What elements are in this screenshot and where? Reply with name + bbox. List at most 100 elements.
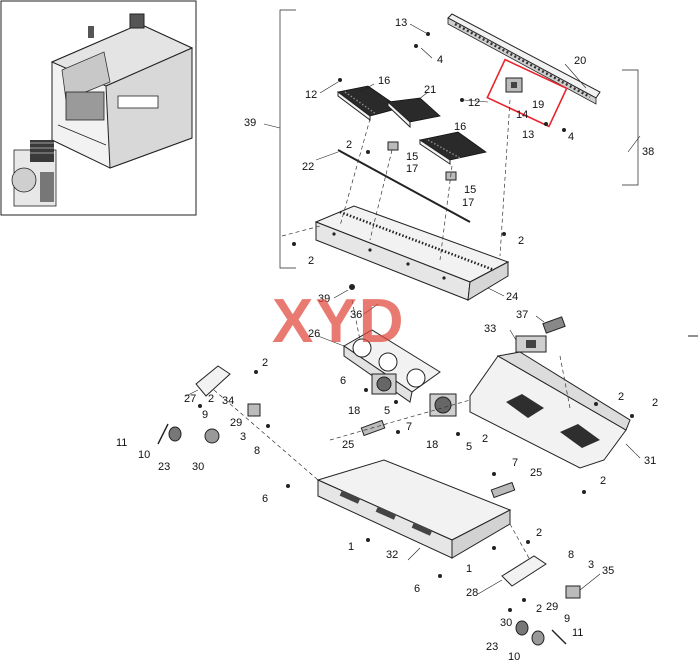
- watermark-xyd: XYD: [272, 287, 405, 356]
- callout-2-right: 2: [518, 235, 524, 247]
- callout-16-mid: 16: [454, 121, 466, 133]
- callout-15-upper: 15: [406, 151, 418, 163]
- callout-6-left: 6: [262, 493, 268, 505]
- part-heatsink-16-right: [418, 131, 487, 165]
- part-side-cover-31: [469, 351, 631, 469]
- callout-5-upper: 5: [384, 405, 390, 417]
- callout-labels: 13 4 20 12 16 21 12 19 14 39 16 13 4 2 3…: [116, 17, 658, 663]
- callout-2-bracket27: 2: [262, 357, 268, 369]
- callout-9-left: 9: [202, 409, 208, 421]
- callout-2-tray: 2: [536, 527, 542, 539]
- group-bracket-39: [279, 9, 296, 269]
- callout-25-upper: 25: [342, 439, 354, 451]
- callout-16-top: 16: [378, 75, 390, 87]
- callout-6-right: 6: [414, 583, 420, 595]
- callout-30-left: 30: [192, 461, 204, 473]
- highlight-box: [486, 58, 568, 128]
- callout-4-right: 4: [568, 131, 574, 143]
- callout-24: 24: [506, 291, 518, 303]
- callout-18-left: 18: [348, 405, 360, 417]
- callout-28: 28: [466, 587, 478, 599]
- part-plate-24: [314, 205, 510, 301]
- callout-2-cover-a: 2: [618, 391, 624, 403]
- callout-8-right: 8: [568, 549, 574, 561]
- callout-15-lower: 15: [464, 184, 476, 196]
- callout-14: 14: [516, 109, 528, 121]
- callout-30-right: 30: [500, 617, 512, 629]
- callout-39-bracket: 39: [244, 117, 256, 129]
- part-bracket-27: [195, 365, 231, 397]
- callout-34: 34: [222, 395, 234, 407]
- callout-9-right: 9: [564, 613, 570, 625]
- part-bracket-19: [505, 77, 523, 93]
- callout-31: 31: [644, 455, 656, 467]
- callout-8-left: 8: [254, 445, 260, 457]
- callout-17-lower: 17: [462, 197, 474, 209]
- callout-12-left: 12: [305, 89, 317, 101]
- callout-11-left: 11: [116, 437, 127, 449]
- part-clip-15-upper: [387, 141, 399, 151]
- callout-27: 27: [184, 393, 196, 405]
- caster-assembly-right: [515, 585, 581, 646]
- rail-teeth: [454, 22, 591, 99]
- callout-37: 37: [516, 309, 528, 321]
- callout-2-left: 2: [308, 255, 314, 267]
- vent-grille-lower: [560, 424, 600, 448]
- vent-grille-upper: [506, 394, 544, 418]
- callout-36: 36: [350, 309, 362, 321]
- callout-20: 20: [574, 55, 586, 67]
- callout-38: 38: [642, 146, 654, 158]
- callout-17-upper: 17: [406, 163, 418, 175]
- part-connector-33: [515, 335, 547, 353]
- callout-13-top: 13: [395, 17, 407, 29]
- callout-39: 39: [318, 293, 330, 305]
- callout-19: 19: [532, 99, 544, 111]
- callout-23-right: 23: [486, 641, 498, 653]
- callout-18-right: 18: [426, 439, 438, 451]
- callout-2-caster: 2: [208, 393, 214, 405]
- callout-33: 33: [484, 323, 496, 335]
- callout-29-left: 29: [230, 417, 242, 429]
- callout-21: 21: [424, 84, 436, 96]
- group-bracket-38: [622, 69, 639, 186]
- callout-1-right: 1: [466, 563, 472, 575]
- part-rail-20: [447, 13, 601, 105]
- overview-inset: [0, 0, 197, 216]
- callout-5-lower: 5: [466, 441, 472, 453]
- part-rod-22: [337, 149, 471, 223]
- callout-35: 35: [602, 565, 614, 577]
- part-connector-37: [542, 316, 566, 334]
- callout-6-mid: 6: [340, 375, 346, 387]
- callout-2-bracket28: 2: [536, 603, 542, 615]
- callout-10-left: 10: [138, 449, 150, 461]
- callout-23-left: 23: [158, 461, 170, 473]
- caster-assembly-left: [157, 403, 261, 445]
- callout-3-right: 3: [588, 559, 594, 571]
- machine-illustration: [11, 13, 194, 207]
- callout-2-fan: 2: [482, 433, 488, 445]
- callout-1-left: 1: [348, 541, 354, 553]
- callout-25-lower: 25: [530, 467, 542, 479]
- callout-26: 26: [308, 328, 320, 340]
- part-heatsink-21: [387, 97, 441, 129]
- hardware-dots: [198, 32, 634, 612]
- part-bracket-28: [501, 555, 547, 587]
- callout-4-top: 4: [437, 54, 443, 66]
- part-tray-32: [316, 459, 512, 559]
- callout-11-right: 11: [572, 627, 583, 639]
- part-fan-18-left: [371, 373, 397, 395]
- callout-12-right: 12: [468, 97, 480, 109]
- leader-lines: [185, 23, 641, 595]
- callout-2-upper: 2: [346, 139, 352, 151]
- callout-29-right: 29: [546, 601, 558, 613]
- callout-7-mid: 7: [406, 421, 412, 433]
- callout-3-left: 3: [240, 431, 246, 443]
- callout-22: 22: [302, 161, 314, 173]
- callout-2-tray-right: 2: [600, 475, 606, 487]
- callout-10-right: 10: [508, 651, 520, 663]
- callout-13-right: 13: [522, 129, 534, 141]
- callout-7-lower: 7: [512, 457, 518, 469]
- callout-2-cover-b: 2: [652, 397, 658, 409]
- callout-32: 32: [386, 549, 398, 561]
